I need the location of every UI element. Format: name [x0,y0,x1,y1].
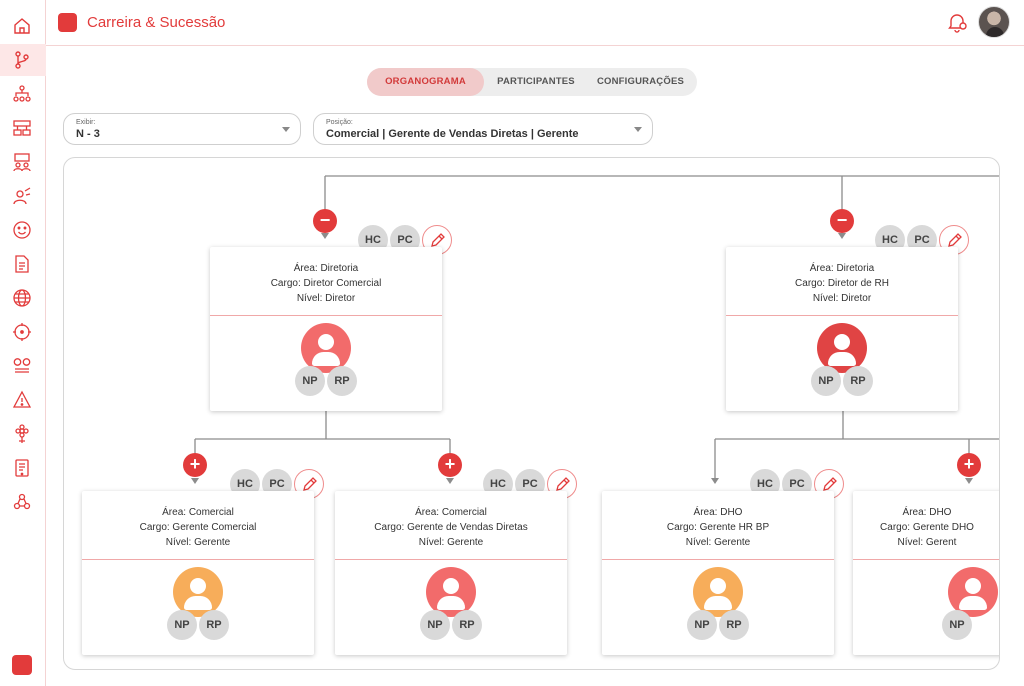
posicao-value: Comercial | Gerente de Vendas Diretas | … [326,128,579,140]
rp-chip[interactable]: RP [452,610,482,640]
chevron-down-icon [634,127,642,132]
smiley-icon[interactable] [11,219,33,241]
card-info: Área: DHO Cargo: Gerente DHO Nível: Gere… [811,505,999,550]
org-card[interactable]: Área: DHO Cargo: Gerente HR BP Nível: Ge… [602,491,834,655]
card-cargo: Cargo: Diretor de RH [795,278,889,289]
card-nivel: Nível: Gerente [418,537,484,548]
card-nivel: Nível: Gerente [685,537,751,548]
home-icon[interactable] [11,15,33,37]
collapse-toggle[interactable]: − [830,209,854,233]
rp-chip[interactable]: RP [199,610,229,640]
card-info: Área: DHO Cargo: Gerente HR BP Nível: Ge… [602,505,834,550]
card-divider [335,559,567,560]
page-title: Carreira & Sucessão [87,14,226,31]
card-divider [726,315,958,316]
person-avatar-icon [693,567,743,617]
card-cargo: Cargo: Gerente Comercial [139,522,257,533]
person-avatar-icon [173,567,223,617]
card-nivel: Nível: Gerente [165,537,231,548]
card-nivel: Nível: Diretor [812,293,872,304]
expand-toggle[interactable]: + [438,453,462,477]
card-info: Área: Diretoria Cargo: Diretor de RH Nív… [726,261,958,306]
rp-chip[interactable]: RP [327,366,357,396]
np-chip[interactable]: NP [295,366,325,396]
document-icon[interactable] [11,253,33,275]
org-card[interactable]: Área: DHO Cargo: Gerente DHO Nível: Gere… [853,491,999,655]
np-chip[interactable]: NP [420,610,450,640]
card-divider [602,559,834,560]
org-card[interactable]: Área: Diretoria Cargo: Diretor de RH Nív… [726,247,958,411]
person-avatar-icon [948,567,998,617]
rp-chip[interactable]: RP [843,366,873,396]
header: Carreira & Sucessão [46,0,1024,46]
connector-lines [191,175,999,484]
card-cargo: Cargo: Diretor Comercial [270,278,382,289]
tab-bar: ORGANOGRAMA PARTICIPANTES CONFIGURAÇÕES [367,68,697,96]
card-nivel: Nível: Diretor [296,293,356,304]
org-chart-canvas: − − + + + HC PC Área: Diretoria Cargo: D… [63,157,1000,670]
chevron-down-icon [282,127,290,132]
collapse-toggle[interactable]: − [313,209,337,233]
globe-icon[interactable] [11,287,33,309]
np-chip[interactable]: NP [167,610,197,640]
structure-icon[interactable] [11,117,33,139]
tab-organograma[interactable]: ORGANOGRAMA [367,68,484,96]
np-chip[interactable]: NP [942,610,972,640]
card-divider [210,315,442,316]
person-avatar-icon [817,323,867,373]
tablet-icon[interactable] [11,457,33,479]
brand-logo [12,655,32,675]
card-area: Área: Diretoria [809,263,875,274]
warning-icon[interactable] [11,389,33,411]
card-divider [82,559,314,560]
settings-pair-icon[interactable] [11,355,33,377]
sidebar [0,0,46,686]
flower-icon[interactable] [11,423,33,445]
card-info: Área: Diretoria Cargo: Diretor Comercial… [210,261,442,306]
org-card[interactable]: Área: Diretoria Cargo: Diretor Comercial… [210,247,442,411]
card-cargo: Cargo: Gerente de Vendas Diretas [374,522,528,533]
tab-configuracoes[interactable]: CONFIGURAÇÕES [596,76,685,87]
card-area: Área: DHO [902,507,952,518]
org-card[interactable]: Área: Comercial Cargo: Gerente Comercial… [82,491,314,655]
exibir-label: Exibir: [76,119,96,126]
bell-icon[interactable] [946,11,968,33]
tab-participantes[interactable]: PARTICIPANTES [497,76,575,87]
hierarchy-icon[interactable] [11,83,33,105]
expand-toggle[interactable]: + [957,453,981,477]
card-area: Área: Diretoria [293,263,359,274]
sidebar-active-highlight [0,44,46,76]
rp-chip[interactable]: RP [719,610,749,640]
card-area: Área: Comercial [162,507,234,518]
np-chip[interactable]: NP [811,366,841,396]
card-info: Área: Comercial Cargo: Gerente de Vendas… [335,505,567,550]
person-avatar-icon [301,323,351,373]
exibir-select[interactable]: Exibir: N - 3 [63,113,301,145]
expand-toggle[interactable]: + [183,453,207,477]
org-card[interactable]: Área: Comercial Cargo: Gerente de Vendas… [335,491,567,655]
team-icon[interactable] [11,151,33,173]
user-avatar[interactable] [978,6,1010,38]
card-area: Área: DHO [693,507,743,518]
card-cargo: Cargo: Gerente HR BP [666,522,770,533]
org-branch-icon[interactable] [11,49,33,71]
card-info: Área: Comercial Cargo: Gerente Comercial… [82,505,314,550]
np-chip[interactable]: NP [687,610,717,640]
card-cargo: Cargo: Gerente DHO [880,522,974,533]
card-area: Área: Comercial [415,507,487,518]
recycle-icon[interactable] [11,491,33,513]
career-icon[interactable] [11,185,33,207]
posicao-select[interactable]: Posição: Comercial | Gerente de Vendas D… [313,113,653,145]
posicao-label: Posição: [326,119,353,126]
card-divider [853,559,999,560]
person-avatar-icon [426,567,476,617]
target-icon[interactable] [11,321,33,343]
exibir-value: N - 3 [76,128,100,140]
app-logo [58,13,77,32]
card-nivel: Nível: Gerent [897,537,957,548]
